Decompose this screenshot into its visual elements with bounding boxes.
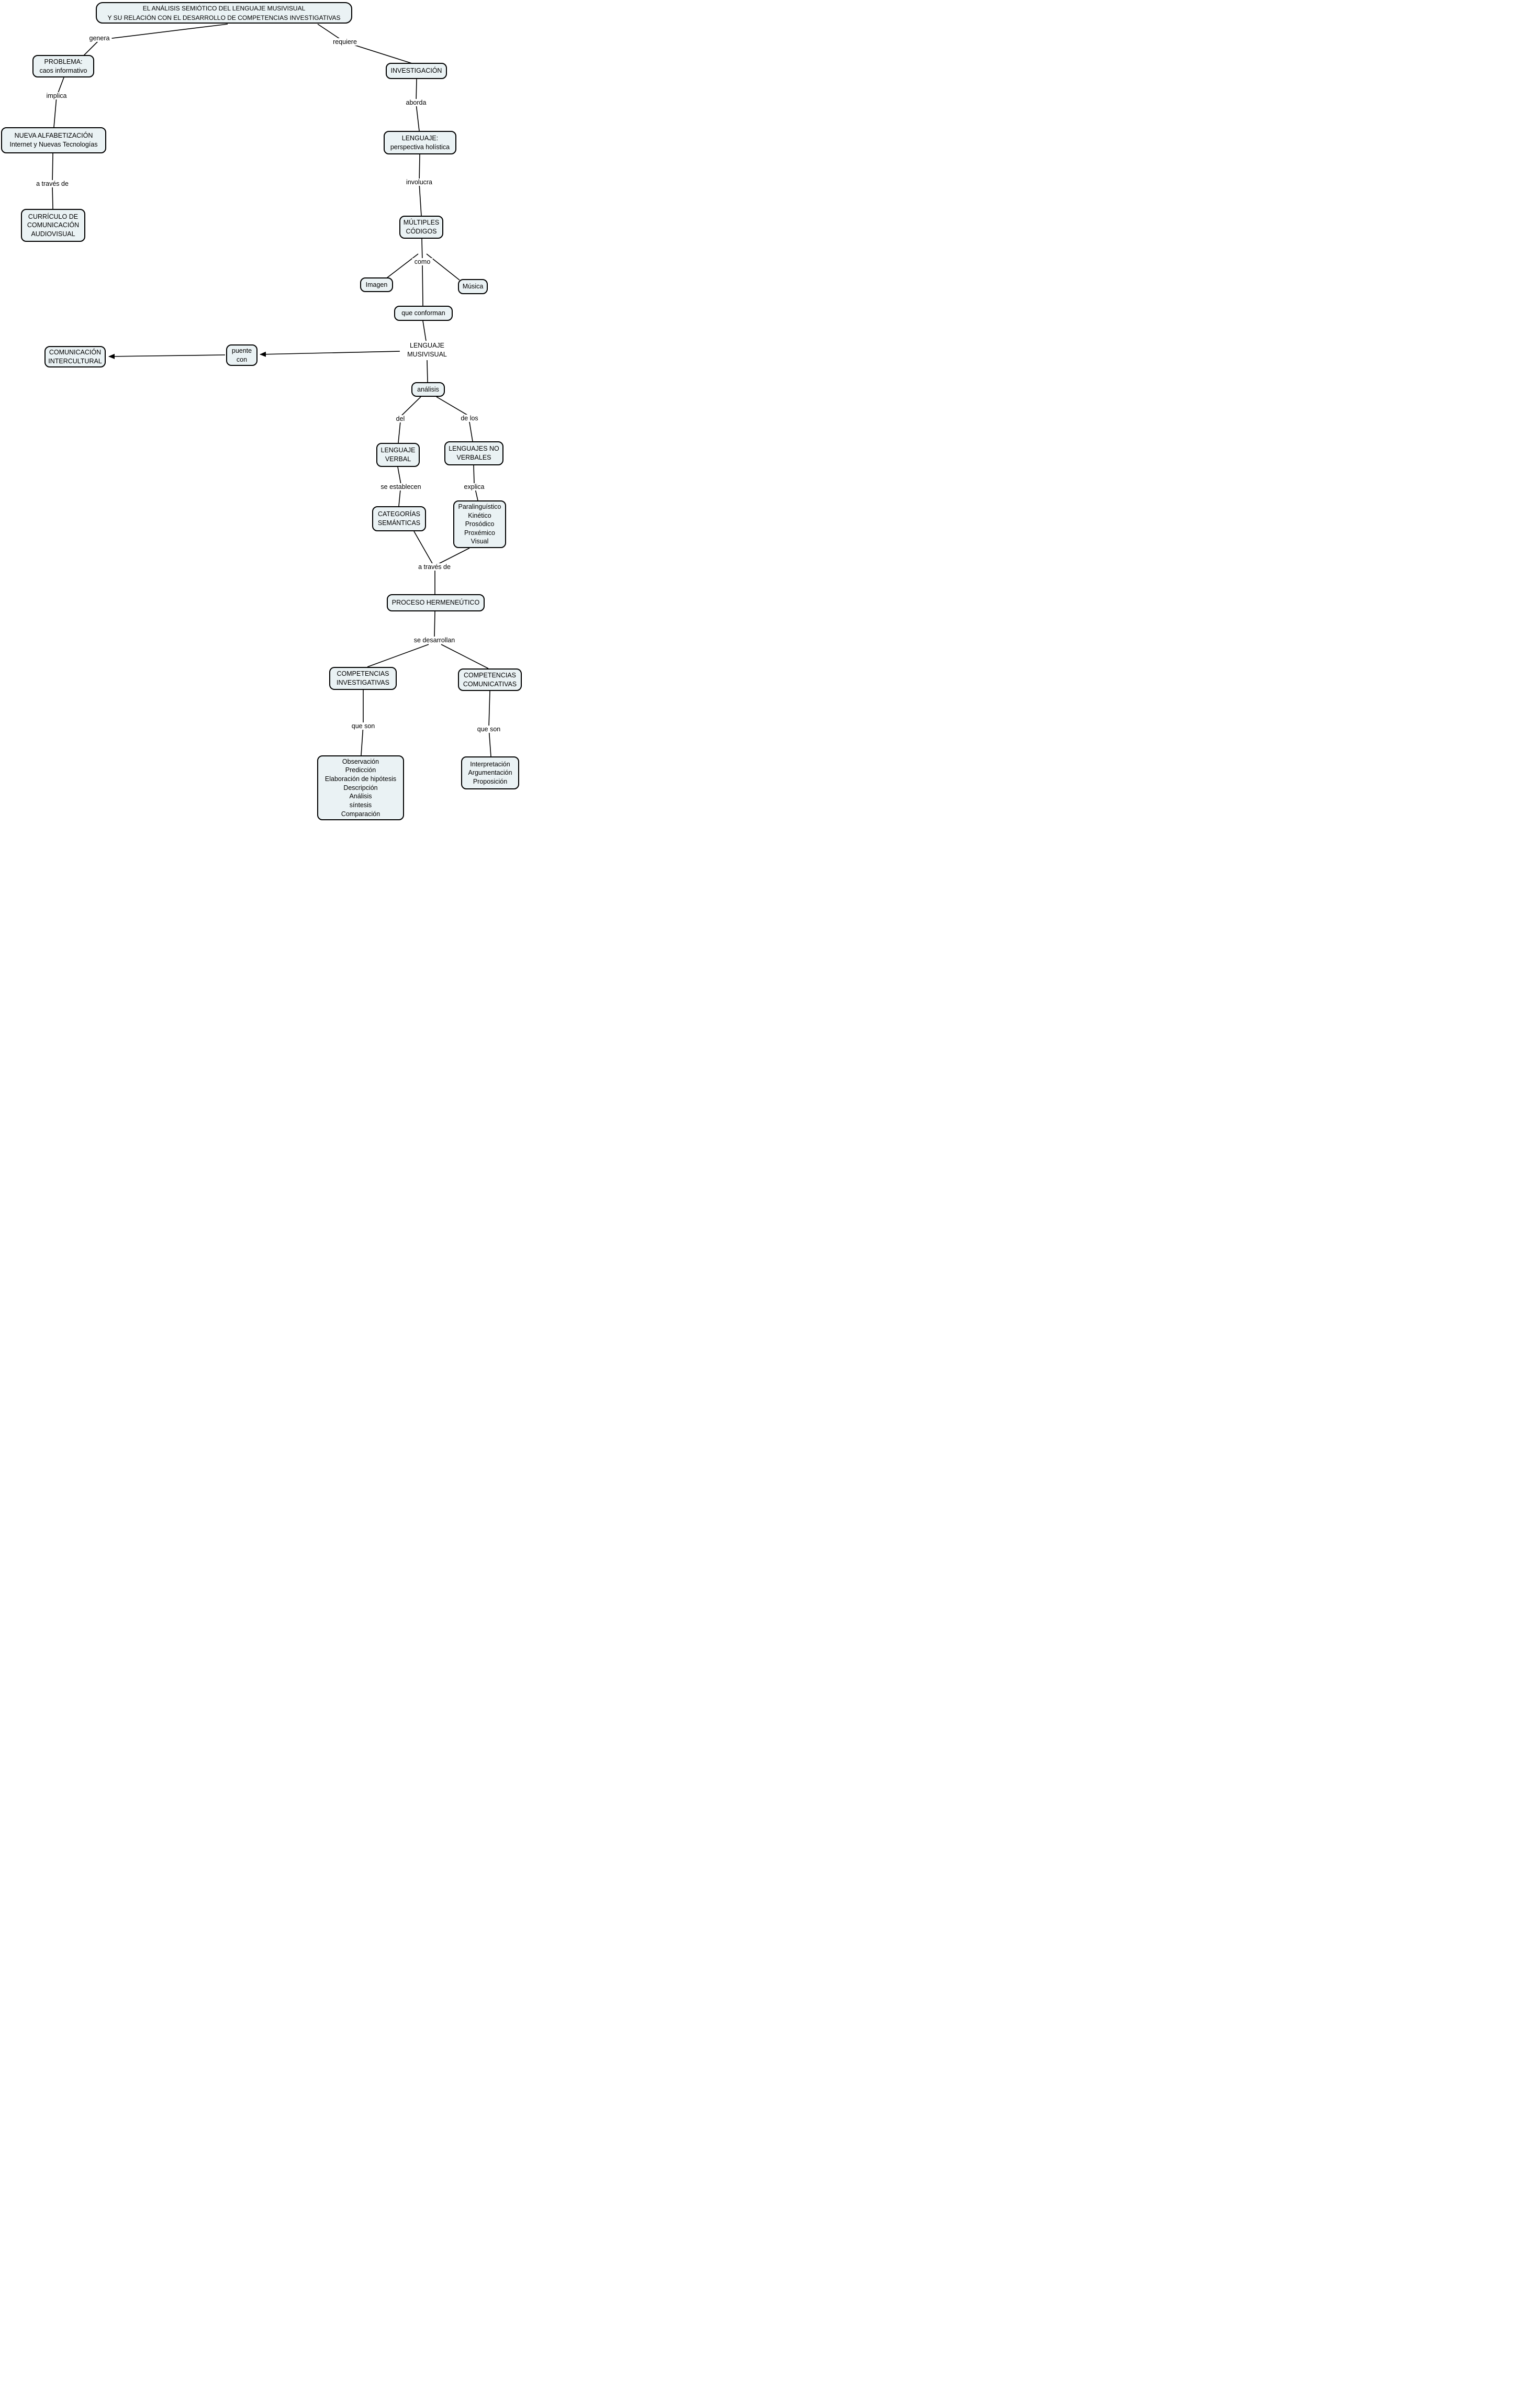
edge-queconforman-musivisual [422, 320, 427, 341]
node-title: EL ANÁLISIS SEMIÓTICO DEL LENGUAJE MUSIV… [96, 2, 352, 24]
edge-label-aborda: aborda [404, 99, 429, 106]
node-competencias-comunicativas-lista: Interpretación Argumentación Proposición [461, 756, 519, 789]
node-investigacion: INVESTIGACIÓN [386, 63, 447, 79]
edge-label-del: del [394, 415, 407, 422]
node-lenguaje-musivisual: LENGUAJE MUSIVISUAL [407, 342, 447, 358]
node-problema: PROBLEMA: caos informativo [32, 55, 94, 77]
node-lenguajes-no-verbales-tipos: Paralinguístico Kinético Prosódico Proxé… [453, 500, 506, 548]
edge-label-implica: implica [44, 92, 69, 99]
node-curriculo: CURRÍCULO DE COMUNICACIÓN AUDIOVISUAL [21, 209, 85, 242]
node-competencias-investigativas-lista: Observación Predicción Elaboración de hi… [317, 755, 404, 820]
node-lenguaje-verbal: LENGUAJE VERBAL [376, 443, 420, 467]
edge-label-como: como [412, 258, 433, 265]
edge-musivisual-analisis [427, 360, 428, 383]
node-competencias-investigativas: COMPETENCIAS INVESTIGATIVAS [329, 667, 397, 690]
node-comunicacion-intercultural: COMUNICACIÓN INTERCULTURAL [44, 346, 106, 367]
edge-label-a-traves-de-1: a través de [34, 180, 71, 187]
edge-label-de-los: de los [458, 415, 480, 422]
node-que-conforman: que conforman [394, 306, 453, 321]
edge-comunicativas-lista [488, 690, 491, 757]
edge-label-que-son-2: que son [475, 726, 503, 733]
node-multiples-codigos: MÚLTIPLES CÓDIGOS [399, 216, 443, 239]
edge-problema-nueva [53, 77, 64, 128]
node-nueva-alfabetizacion: NUEVA ALFABETIZACIÓN Internet y Nuevas T… [1, 127, 106, 153]
edge-tipos-atraves2 [437, 548, 470, 565]
concept-map: EL ANÁLISIS SEMIÓTICO DEL LENGUAJE MUSIV… [0, 0, 523, 822]
connector-lines [52, 24, 491, 757]
node-competencias-comunicativas: COMPETENCIAS COMUNICATIVAS [458, 668, 522, 691]
edge-label-se-establecen: se establecen [378, 483, 423, 490]
node-imagen: Imagen [360, 277, 393, 292]
edge-puente-comunicacion-arrow [108, 353, 226, 359]
edge-multiples-queconforman [421, 238, 423, 306]
edge-label-genera: genera [87, 35, 112, 42]
node-lenguajes-no-verbales: LENGUAJES NO VERBALES [444, 441, 503, 465]
edge-label-a-traves-de-2: a través de [416, 563, 453, 571]
edge-categorias-atraves2 [413, 531, 433, 565]
node-analisis: análisis [411, 382, 445, 397]
node-proceso-hermeneutico: PROCESO HERMENEÚTICO [387, 594, 485, 611]
node-lenguaje-holistico: LENGUAJE: perspectiva holística [384, 131, 456, 154]
edge-musivisual-puente-arrow [260, 351, 400, 357]
node-puente-con: puente con [226, 344, 257, 366]
edge-sedesarrollan-investigativas [367, 644, 429, 667]
edge-label-involucra: involucra [404, 179, 435, 186]
edge-label-requiere: requiere [331, 38, 359, 46]
edge-label-explica: explica [462, 483, 487, 490]
node-musica: Música [458, 279, 488, 294]
edge-label-se-desarrollan: se desarrollan [411, 637, 457, 644]
edge-label-que-son-1: que son [349, 722, 377, 730]
node-categorias-semanticas: CATEGORÍAS SEMÁNTICAS [372, 506, 426, 531]
edge-como-imagen [386, 253, 419, 278]
edge-proceso-sedesarrollan [434, 611, 435, 638]
edge-sedesarrollan-comunicativas [441, 644, 489, 669]
